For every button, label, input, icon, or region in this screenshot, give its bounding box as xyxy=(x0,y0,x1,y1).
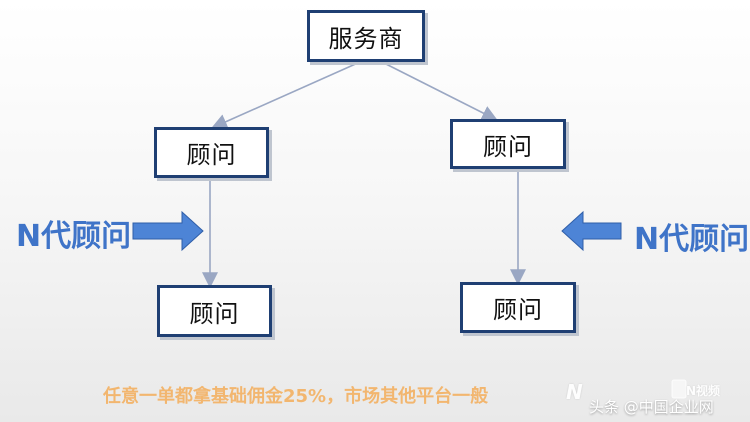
left-n-generation-label: N代顾问 xyxy=(16,219,132,254)
right-bottom-consultant-node: 顾问 xyxy=(460,282,576,333)
credit-text: 头条 @中国企业网 xyxy=(589,398,714,416)
right-bottom-consultant-label: 顾问 xyxy=(493,296,543,324)
service-provider-label: 服务商 xyxy=(328,24,404,53)
left-block-arrow-icon xyxy=(132,210,204,252)
connector-top-to-right-mid xyxy=(381,61,498,121)
watermark-left-text: N xyxy=(566,380,583,404)
left-consultant-label: 顾问 xyxy=(186,141,237,169)
service-provider-node: 服务商 xyxy=(307,10,425,62)
right-n-generation-label: N代顾问 xyxy=(634,222,750,257)
bottom-commission-note: 任意一单都拿基础佣金25%，市场其他平台一般 xyxy=(103,386,489,407)
left-bottom-consultant-node: 顾问 xyxy=(157,285,272,337)
left-consultant-node: 顾问 xyxy=(154,127,269,178)
right-consultant-node: 顾问 xyxy=(450,119,566,169)
right-consultant-label: 顾问 xyxy=(483,132,533,161)
right-block-arrow-icon xyxy=(561,210,622,252)
watermark-right-text: N视频 xyxy=(686,384,721,398)
connector-top-to-left-mid xyxy=(211,61,361,130)
left-bottom-consultant-label: 顾问 xyxy=(189,299,240,328)
